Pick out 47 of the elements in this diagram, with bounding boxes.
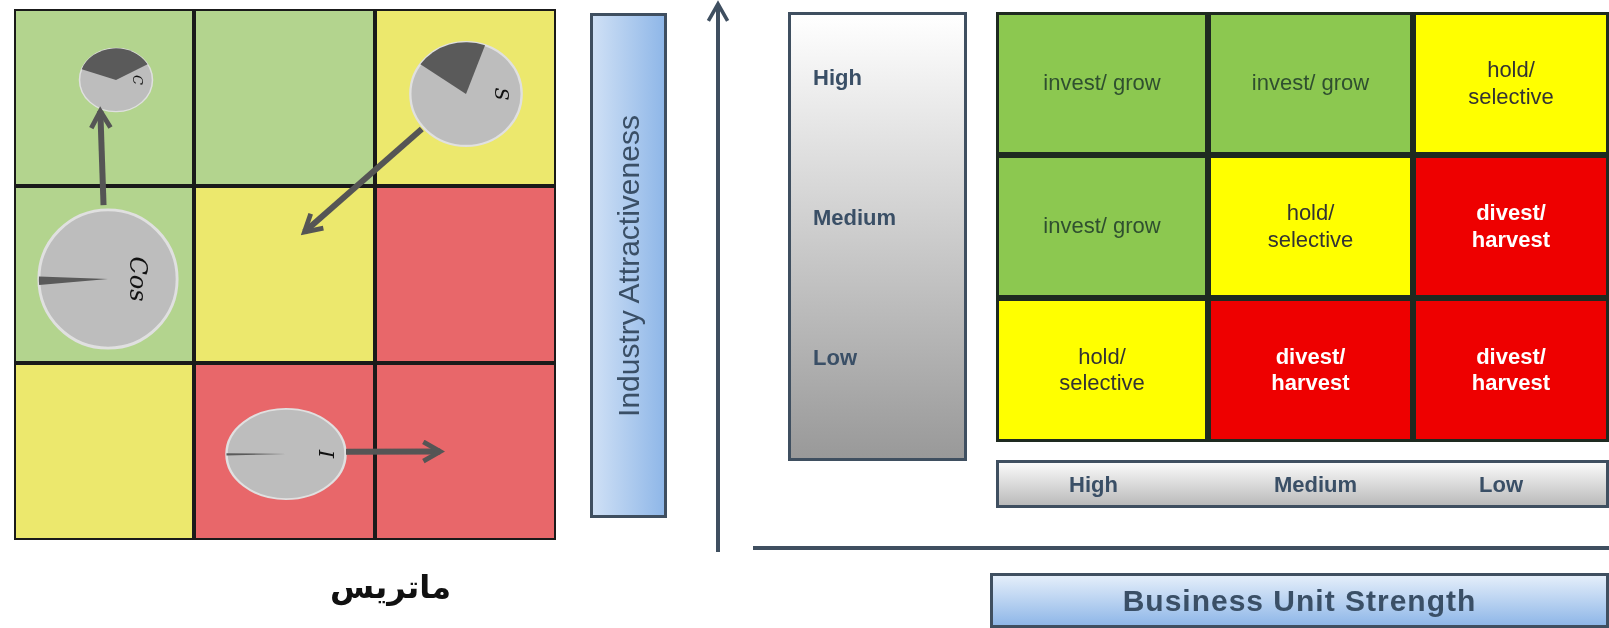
strategy-cell xyxy=(1208,12,1413,155)
matrix-cell xyxy=(14,186,194,363)
axis-scale-bar xyxy=(788,12,967,461)
strategy-cell xyxy=(1208,155,1413,298)
strategy-label: invest/ grow xyxy=(1250,70,1371,97)
scale-label: Medium xyxy=(813,205,897,231)
strategy-label: invest/ grow xyxy=(1042,70,1162,97)
strategy-cell xyxy=(1413,155,1609,298)
scale-label: Low xyxy=(1479,472,1523,498)
pie-label: I xyxy=(314,449,339,459)
matrix-cell xyxy=(375,186,556,363)
strategy-label: invest/ grow xyxy=(1042,213,1162,240)
strategy-cell xyxy=(996,298,1208,442)
matrix-cell xyxy=(194,186,375,363)
arrow xyxy=(302,126,424,235)
matrix-cell xyxy=(14,9,194,186)
strategy-cell xyxy=(996,155,1208,298)
strategy-label: divest/ harvest xyxy=(1270,343,1351,397)
matrix-cell xyxy=(14,363,194,540)
scale-label: High xyxy=(1069,472,1118,498)
strategy-label: hold/ selective xyxy=(1467,57,1555,110)
axis-title: Industry Attractiveness xyxy=(611,114,646,417)
matrix-cell xyxy=(375,363,556,540)
arrow xyxy=(88,108,113,206)
arrow xyxy=(346,439,443,464)
matrix-cell xyxy=(194,9,375,186)
matrix-cell xyxy=(194,363,375,540)
strategy-cell xyxy=(1413,12,1609,155)
caption: ماتریس xyxy=(330,568,451,606)
strategy-label: divest/ harvest xyxy=(1470,343,1552,397)
scale-label: Medium xyxy=(1274,472,1358,498)
strategy-label: hold/ selective xyxy=(1266,200,1355,253)
axis-title-box xyxy=(590,13,667,518)
pie-label: Cos xyxy=(123,256,152,302)
strategy-cell xyxy=(1208,298,1413,442)
pie-label: S xyxy=(490,87,513,101)
matrix-cell xyxy=(375,9,556,186)
strategy-label: hold/ selective xyxy=(1058,343,1146,397)
axis-scale-bar xyxy=(996,460,1609,508)
strategy-cell xyxy=(996,12,1208,155)
strategy-label: divest/ harvest xyxy=(1470,200,1552,253)
scale-label: Low xyxy=(813,345,857,371)
axis-title-box xyxy=(990,573,1609,628)
pie-label: C xyxy=(130,75,146,85)
scale-label: High xyxy=(813,65,862,91)
axis-title: Business Unit Strength xyxy=(1122,583,1477,618)
strategy-cell xyxy=(1413,298,1609,442)
